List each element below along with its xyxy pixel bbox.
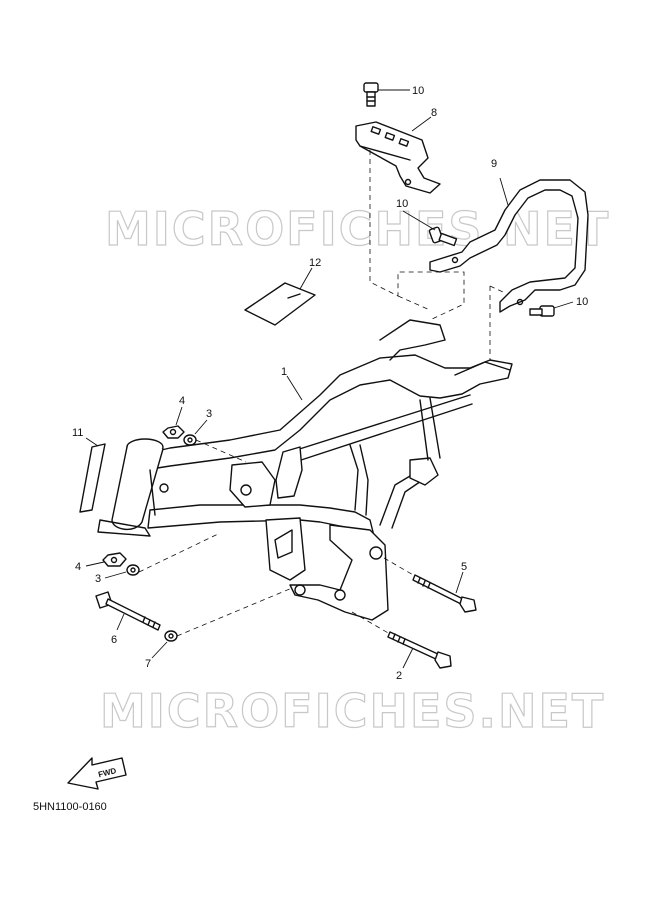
part-washer-3-lower <box>126 564 140 576</box>
part-grab-bar-9 <box>429 179 589 313</box>
part-main-frame-1 <box>97 319 513 621</box>
part-nut-4-upper <box>162 425 185 439</box>
watermark-top: MICROFICHES.NET <box>105 202 610 256</box>
callout-4-lower: 4 <box>75 561 81 573</box>
catalog-code: 5HN1100-0160 <box>33 801 107 813</box>
part-bolt-10-right <box>529 305 555 317</box>
callout-12: 12 <box>309 257 321 269</box>
callout-2: 2 <box>396 670 402 682</box>
part-bolt-5 <box>412 574 477 613</box>
part-bolt-10-top <box>363 82 379 107</box>
part-label-plate-12 <box>244 282 316 326</box>
watermark-bottom: MICROFICHES.NET <box>100 684 605 738</box>
part-washer-3-upper <box>183 434 197 446</box>
callout-1: 1 <box>281 366 287 378</box>
callout-9: 9 <box>491 158 497 170</box>
part-bolt-2 <box>387 631 452 669</box>
callout-10-mid: 10 <box>396 198 408 210</box>
callout-10-top: 10 <box>412 85 424 97</box>
callout-6: 6 <box>111 634 117 646</box>
fwd-label: FWD <box>97 766 117 779</box>
part-bolt-10-mid <box>428 226 458 247</box>
callout-8: 8 <box>431 107 437 119</box>
part-nut-4-lower <box>102 552 127 567</box>
fwd-arrow-icon: FWD <box>67 757 127 790</box>
callout-11: 11 <box>72 427 83 439</box>
callout-4-upper: 4 <box>179 395 185 407</box>
callout-10-right: 10 <box>576 296 588 308</box>
callout-7: 7 <box>145 658 151 670</box>
part-bolt-6 <box>95 591 161 631</box>
part-sticker-11 <box>79 443 106 513</box>
callout-5: 5 <box>461 561 467 573</box>
part-washer-7 <box>164 630 178 642</box>
callout-3-lower: 3 <box>95 573 101 585</box>
callout-3-upper: 3 <box>206 408 212 420</box>
part-bracket-8 <box>355 121 441 194</box>
